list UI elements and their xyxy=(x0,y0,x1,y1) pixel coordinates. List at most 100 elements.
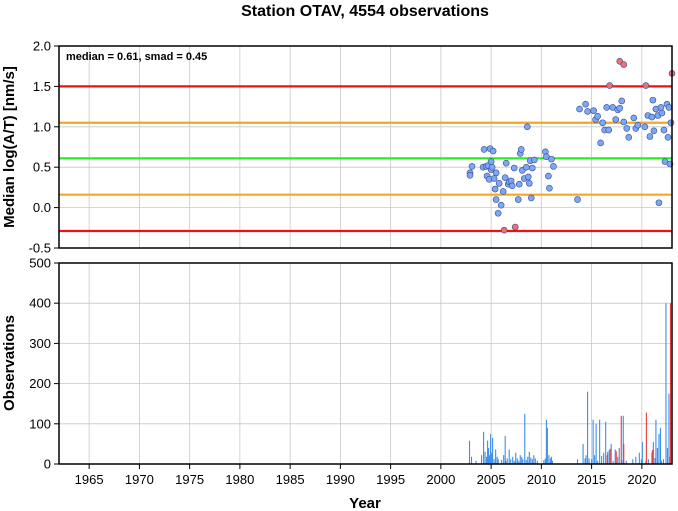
x-tick-label: 1975 xyxy=(175,472,204,487)
top-plot-frame xyxy=(58,45,673,249)
scatter-point xyxy=(492,169,500,177)
x-tick-label: 1985 xyxy=(276,472,305,487)
x-tick-label: 1990 xyxy=(326,472,355,487)
scatter-point xyxy=(597,139,604,147)
scatter-point xyxy=(522,163,530,171)
scatter-point xyxy=(546,184,553,192)
outlier-point xyxy=(606,82,613,89)
scatter-point xyxy=(623,125,631,132)
histogram-bars xyxy=(468,303,672,464)
scatter-point xyxy=(665,104,673,111)
scatter-point xyxy=(495,180,503,187)
y-tick-label: 2.0 xyxy=(33,39,51,54)
scatter-point xyxy=(524,173,532,181)
y-tick-label: 200 xyxy=(29,376,51,391)
scatter-point xyxy=(574,196,581,203)
x-tick-label: 2015 xyxy=(577,472,606,487)
threshold-lines xyxy=(59,85,672,233)
scatter-point xyxy=(646,133,654,140)
scatter-point xyxy=(667,119,675,127)
outlier-point xyxy=(642,82,650,89)
x-tick-label: 2005 xyxy=(477,472,506,487)
y-tick-label: -0.5 xyxy=(29,241,51,256)
scatter-point xyxy=(620,118,628,126)
scatter-point xyxy=(655,199,663,207)
scatter-point xyxy=(517,146,525,153)
median-annotation: median = 0.61, smad = 0.45 xyxy=(66,51,207,63)
bottom-grid xyxy=(59,262,672,465)
scatter-point xyxy=(501,174,509,182)
x-tick-label: 1995 xyxy=(376,472,405,487)
chart-title: Station OTAV, 4554 observations xyxy=(241,3,489,20)
scatter-point xyxy=(529,164,536,172)
scatter-point xyxy=(515,180,523,188)
y-tick-label: 1.0 xyxy=(33,119,51,134)
scatter-points xyxy=(466,58,676,234)
scatter-point xyxy=(550,163,557,170)
scatter-point xyxy=(648,113,656,121)
scatter-point xyxy=(548,155,555,163)
scatter-point xyxy=(490,175,498,182)
y-tick-label: 300 xyxy=(29,336,51,351)
scatter-point xyxy=(531,156,538,164)
scatter-point xyxy=(497,201,505,209)
scatter-point xyxy=(649,96,657,104)
scatter-point xyxy=(605,126,612,134)
scatter-point xyxy=(625,134,633,141)
scatter-point xyxy=(492,196,500,203)
scatter-point xyxy=(514,196,522,203)
scatter-point xyxy=(508,182,516,190)
scatter-point xyxy=(480,146,488,153)
top-y-ticks: -0.5 0.0 0.5 1.0 1.5 2.0 xyxy=(29,39,59,256)
scatter-point xyxy=(590,107,597,114)
y-tick-label: 0.5 xyxy=(33,160,51,175)
scatter-point xyxy=(634,121,642,129)
scatter-point xyxy=(641,123,649,131)
scatter-point xyxy=(491,185,499,193)
scatter-point xyxy=(630,114,638,122)
scatter-point xyxy=(612,116,620,123)
scatter-point xyxy=(660,126,668,134)
x-tick-label: 1965 xyxy=(75,472,104,487)
y-tick-label: 1.5 xyxy=(33,79,51,94)
scatter-point xyxy=(528,194,535,202)
scatter-point xyxy=(523,123,531,131)
scatter-point xyxy=(618,97,626,105)
outlier-point xyxy=(620,61,628,68)
scatter-point xyxy=(582,100,589,108)
outlier-point xyxy=(511,223,519,231)
x-tick-label: 2020 xyxy=(627,472,656,487)
y-tick-label: 0.0 xyxy=(33,200,51,215)
scatter-point xyxy=(616,104,624,112)
top-y-axis-label: Median log(A/T) [nm/s] xyxy=(1,66,18,228)
x-tick-label: 1970 xyxy=(125,472,154,487)
scatter-point xyxy=(603,104,610,111)
scatter-point xyxy=(650,127,658,135)
bottom-y-ticks: 0 100 200 300 400 500 xyxy=(29,256,59,472)
scatter-point xyxy=(487,158,495,165)
scatter-point xyxy=(499,188,507,195)
scatter-point xyxy=(594,112,601,120)
y-tick-label: 400 xyxy=(29,296,51,311)
scatter-point xyxy=(502,159,510,167)
scatter-point xyxy=(599,119,606,127)
outlier-point xyxy=(500,226,508,234)
x-axis-label: Year xyxy=(349,495,381,511)
scatter-point xyxy=(510,164,518,172)
y-tick-label: 0 xyxy=(44,457,51,472)
x-tick-label: 2000 xyxy=(426,472,455,487)
x-tick-label: 2010 xyxy=(527,472,556,487)
scatter-point xyxy=(664,134,672,141)
scatter-point xyxy=(489,147,497,155)
scatter-point xyxy=(584,108,591,115)
y-tick-label: 100 xyxy=(29,416,51,431)
bottom-plot-frame xyxy=(58,262,673,465)
scatter-point xyxy=(494,209,502,217)
top-grid xyxy=(59,45,672,249)
scatter-point xyxy=(545,172,552,180)
y-tick-label: 500 xyxy=(29,256,51,271)
bottom-y-axis-label: Observations xyxy=(1,315,18,411)
